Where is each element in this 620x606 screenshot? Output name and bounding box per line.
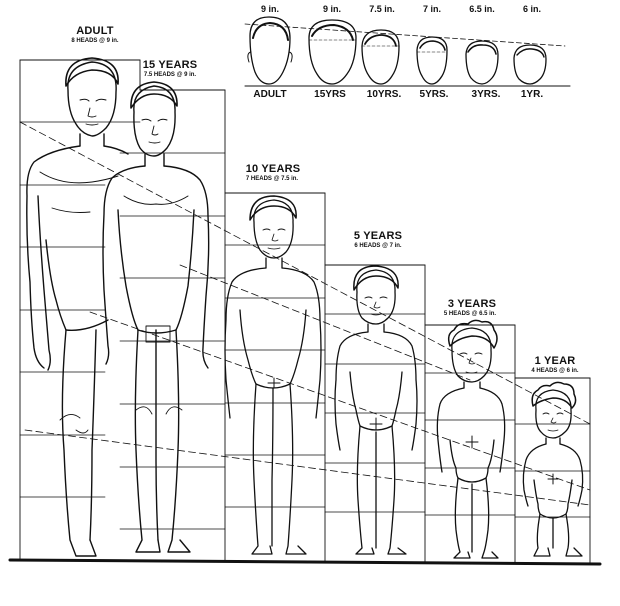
figure-3yrs (436, 319, 506, 559)
head-5yrs (416, 36, 448, 85)
figure-title-5yrs: 5 YEARS (353, 230, 403, 242)
head-size-label-1yr: 6 in. (522, 4, 541, 14)
head-size-row (244, 16, 571, 87)
figure-subtitle-1yr: 4 HEADS @ 6 in. (531, 368, 579, 374)
ground-line (8, 558, 602, 566)
figure-10yrs (224, 195, 322, 555)
head-size-label-15yrs: 9 in. (322, 4, 341, 14)
figure-subtitle-10yrs: 7 HEADS @ 7.5 in. (245, 176, 299, 182)
head-size-label-adult: 9 in. (260, 4, 279, 14)
head-size-label-3yrs: 6.5 in. (469, 4, 495, 14)
head-age-label-15yrs: 15YRS (314, 89, 346, 100)
figure-1yr (522, 381, 584, 557)
figure-subtitle-3yrs: 5 HEADS @ 6.5 in. (443, 311, 497, 317)
figure-subtitle-5yrs: 6 HEADS @ 7 in. (354, 243, 402, 249)
figure-title-15yrs: 15 YEARS (142, 59, 198, 71)
figure-adult (26, 57, 129, 557)
head-size-label-10yrs: 7.5 in. (369, 4, 395, 14)
figure-title-3yrs: 3 YEARS (447, 298, 497, 310)
head-15yrs (308, 19, 357, 85)
comparison-dashed-lines (19, 121, 591, 506)
head-age-label-5yrs: 5YRS. (419, 89, 449, 100)
head-age-label-3yrs: 3YRS. (471, 89, 501, 100)
head-1yr (513, 44, 547, 85)
figure-5yrs (334, 265, 418, 555)
head-age-label-10yrs: 10YRS. (366, 89, 402, 100)
head-age-label-adult: ADULT (253, 89, 287, 100)
head-size-label-5yrs: 7 in. (422, 4, 441, 14)
figure-title-10yrs: 10 YEARS (245, 163, 301, 175)
head-age-label-1yr: 1YR. (520, 89, 544, 100)
figure-15yrs (102, 81, 210, 553)
head-adult (247, 16, 293, 85)
figure-subtitle-15yrs: 7.5 HEADS @ 9 in. (143, 72, 197, 78)
head-10yrs (361, 29, 400, 85)
figure-title-1yr: 1 YEAR (534, 355, 576, 367)
figure-title-adult: ADULT (76, 25, 114, 37)
head-3yrs (465, 40, 499, 85)
figure-subtitle-adult: 8 HEADS @ 9 in. (71, 38, 119, 44)
